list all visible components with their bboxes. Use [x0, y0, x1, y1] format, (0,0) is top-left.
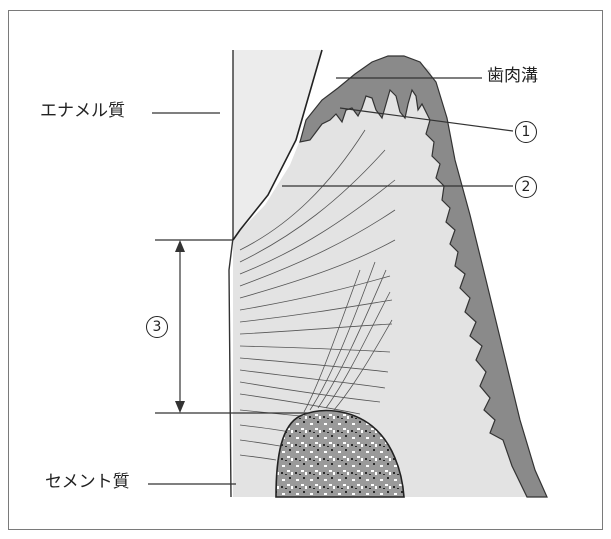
dimension-arrow-bottom — [175, 401, 185, 413]
gingival-epithelium — [299, 55, 548, 498]
alveolar-bone — [275, 409, 405, 498]
connective-tissue — [233, 58, 545, 497]
enamel-region — [233, 50, 322, 238]
enamel-edge — [232, 49, 323, 241]
label-enamel: エナメル質 — [40, 101, 125, 121]
marker-3: 3 — [146, 316, 168, 338]
marker-2: 2 — [515, 176, 537, 198]
dimension-arrow-top — [175, 240, 185, 252]
label-cementum: セメント質 — [45, 472, 130, 492]
leader-lines — [148, 77, 514, 485]
marker-1: 1 — [515, 121, 537, 143]
tooth-surface-line — [228, 50, 234, 498]
label-gingival-sulcus: 歯肉溝 — [487, 66, 538, 86]
periodontal-fibers — [239, 129, 396, 461]
